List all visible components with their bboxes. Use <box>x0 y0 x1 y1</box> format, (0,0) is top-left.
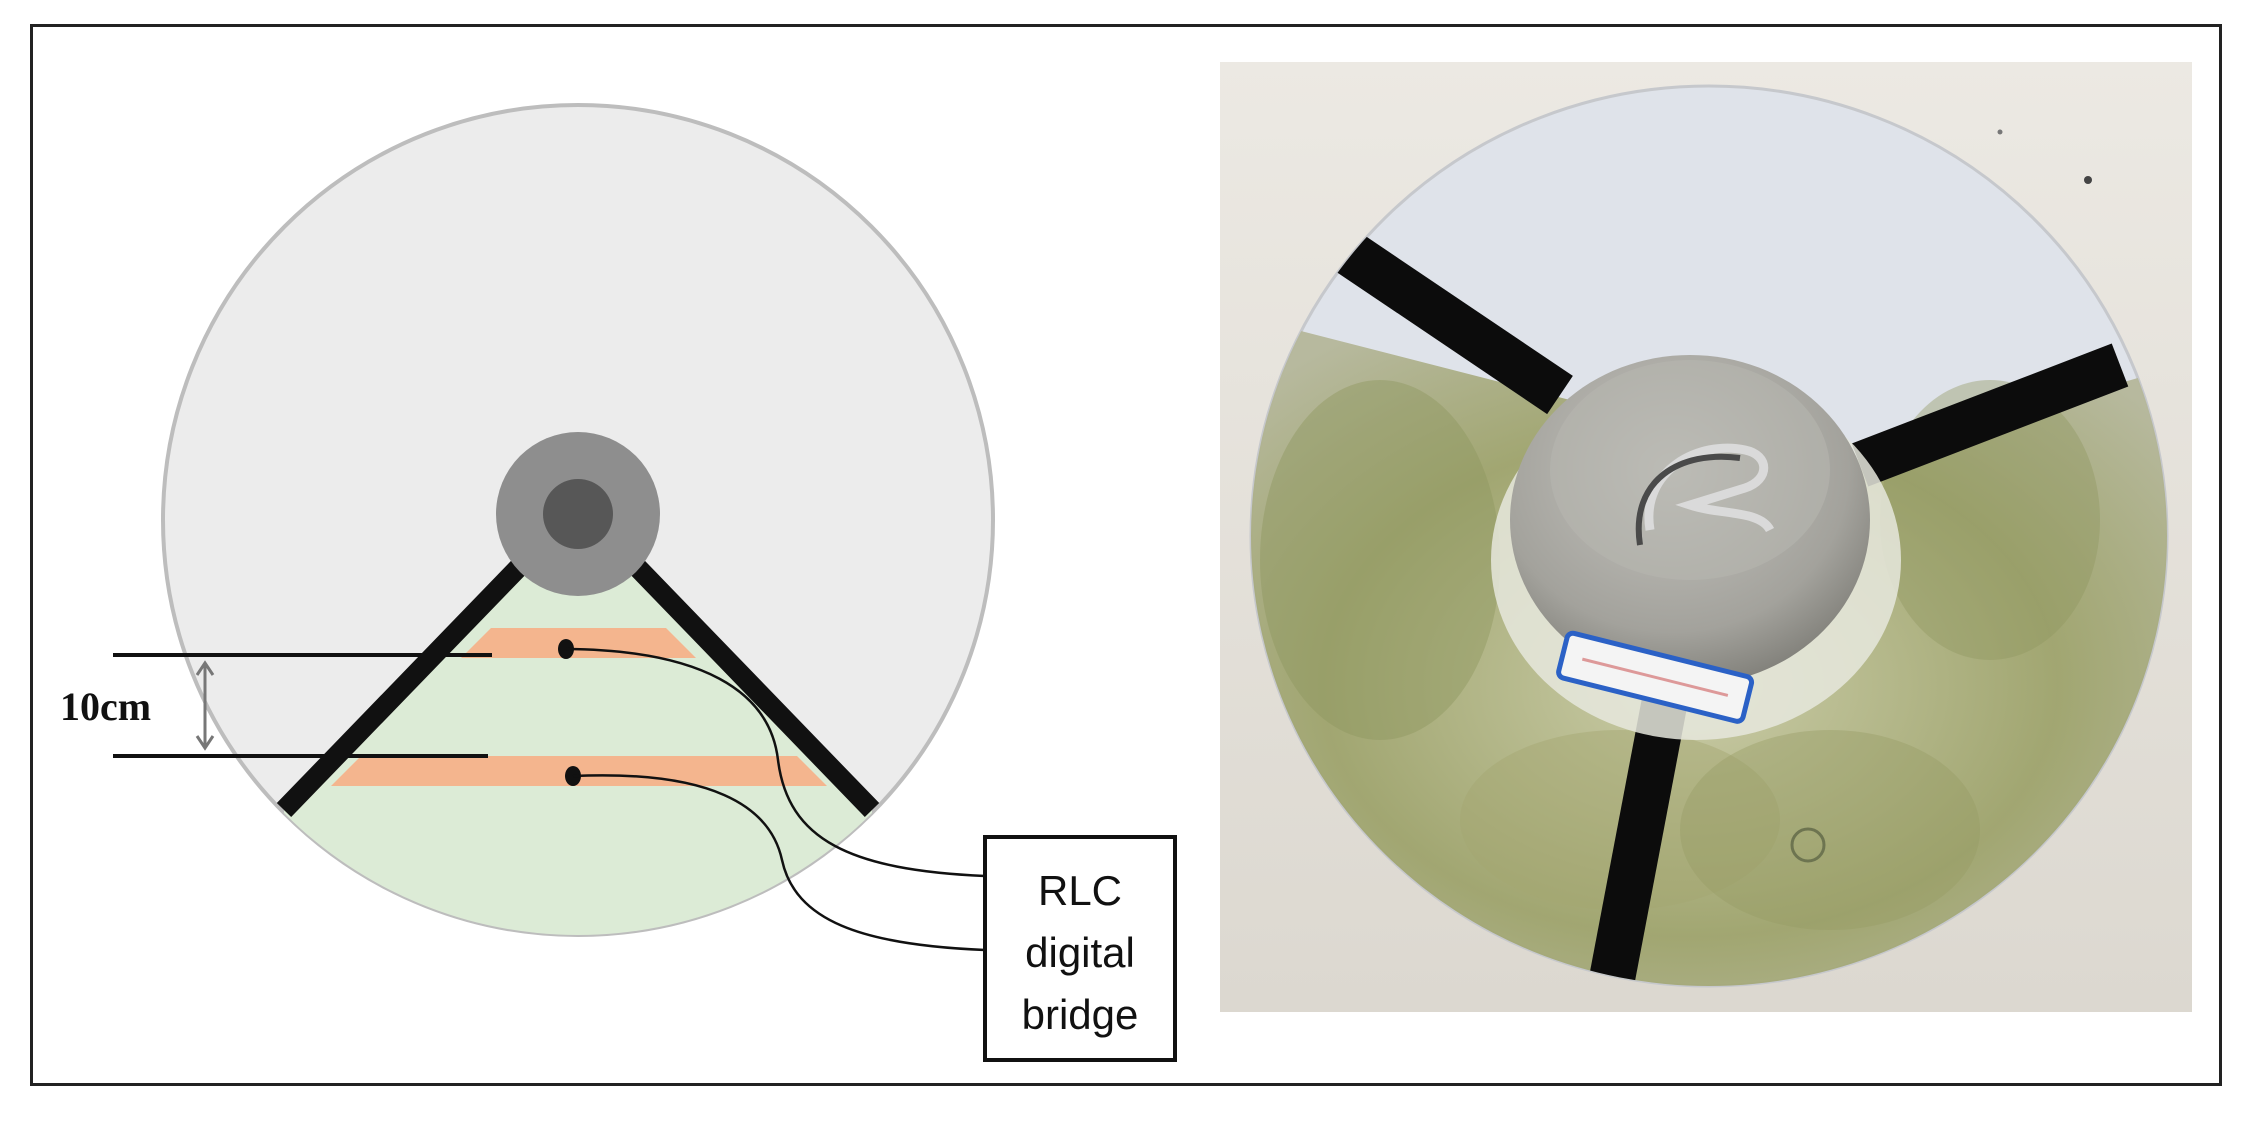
rlc-bridge-box <box>983 835 1177 1062</box>
photo-tape-right <box>1851 343 2129 487</box>
cap-inner <box>543 479 613 549</box>
schematic-diagram: 10cm RLC digital bridge <box>60 103 1177 1062</box>
rlc-label-line-1: RLC <box>1038 867 1122 914</box>
electrode-strip-upper <box>461 628 696 658</box>
rlc-label-line-3: bridge <box>1022 991 1139 1038</box>
divider-band-left <box>276 559 528 817</box>
photo-tape-left <box>1332 230 1573 415</box>
photo-tape-bottom <box>1585 695 1688 986</box>
rlc-label-line-2: digital <box>1025 929 1135 976</box>
insulator-photo <box>1220 62 2192 1012</box>
lead-wire-upper <box>565 647 986 878</box>
photo-embossed-mark <box>1790 827 1826 863</box>
divider-band-right <box>628 559 880 817</box>
dimension-label: 10cm <box>60 684 151 729</box>
lead-wire-lower <box>572 774 986 952</box>
